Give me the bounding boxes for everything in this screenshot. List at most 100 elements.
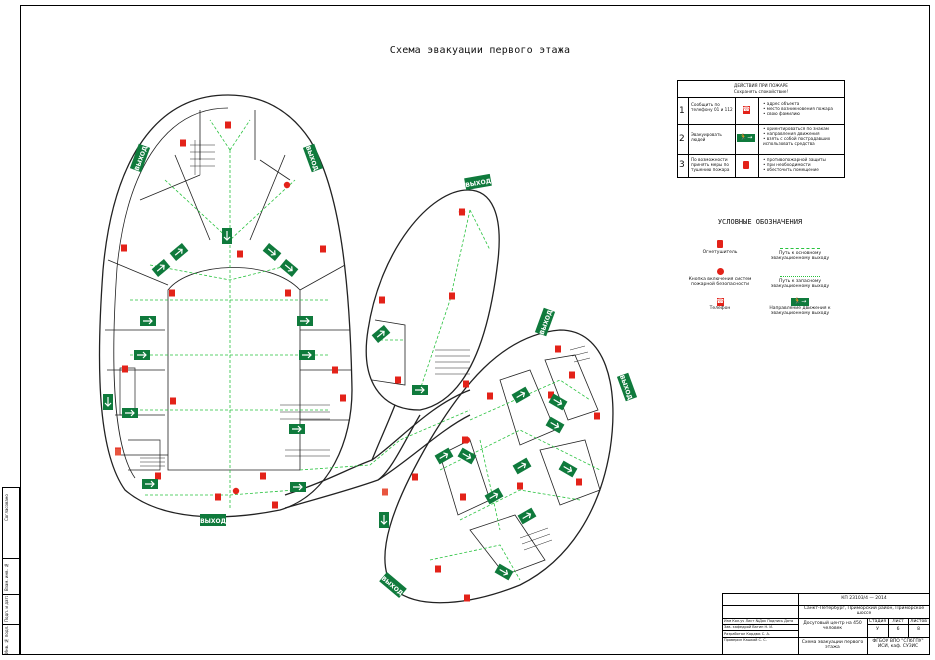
row-list-item: • свою фамилию [763,111,800,116]
stamp-organization: ФГБОУ ВПО "СПбГПУ" ИСИ, каф. СУЗИС [872,639,924,649]
extinguisher-icon [548,391,554,399]
telephone-icon [115,448,121,456]
exit-sign: ВЫХОД [379,572,407,598]
extinguisher-icon [320,245,326,253]
extinguisher-icon [395,376,401,384]
row-number: 3 [679,160,685,170]
alarm-button-icon [716,268,724,275]
direction-sign [517,507,537,525]
direction-signs [103,228,578,581]
direction-sign [222,228,232,244]
drawing-frame [20,5,930,655]
extinguisher-icon [569,371,575,379]
exit-sign: ВЫХОД [534,307,556,337]
alarm-button-icon [232,487,240,495]
direction-sign [412,385,428,395]
alarm-button-icon [283,181,291,189]
legend-main-path: Путь к основному эвакуационному выходу [765,246,835,261]
direction-sign [511,386,531,404]
actions-row: 3 По возможности принять меры по тушению… [678,154,844,178]
legend-spare-path: Путь к запасному эвакуационному выходу [765,274,835,289]
exit-sign-label: ВЫХОД [200,518,226,525]
direction-sign [379,512,389,528]
extinguisher-icon [180,139,186,147]
direction-sign [169,243,189,261]
exit-sign-label: ВЫХОД [465,178,492,189]
direction-sign [494,563,514,581]
row-list-item: • направления движения [763,131,820,136]
legend-title: УСЛОВНЫЕ ОБОЗНАЧЕНИЯ [717,218,803,226]
actions-row: 2 Эвакуировать людей 🏃→ • ориентироватьс… [678,124,844,155]
direction-sign [371,325,391,343]
direction-sign [299,350,315,360]
exit-direction-icon: 🏃→ [736,134,756,142]
extinguisher-icon [169,289,175,297]
direction-sign [558,460,578,478]
extinguisher-icon [155,472,161,480]
spare-path-icon [780,276,820,277]
extinguisher-icon [122,365,128,373]
direction-sign [140,316,156,326]
extinguisher-icon [717,240,723,248]
row-list-item: • при необходимости [763,162,811,167]
actions-row: 1 Сообщить по телефону 01 и 112 ☎ • адре… [678,98,844,125]
row-text: Эвакуировать людей [691,132,722,142]
evacuation-paths [130,119,601,581]
stamp-role-row: Зав. кафедрой Ватин Н. И. [724,625,774,629]
direction-sign [457,447,477,465]
direction-sign [142,479,158,489]
extinguisher-icon [412,473,418,481]
direction-sign [434,447,454,465]
extinguisher-icon [340,394,346,402]
direction-sign [279,259,299,277]
extinguisher-icon [285,289,291,297]
legend-direction: 🏃→Направление движения к эвакуационному … [765,298,835,316]
direction-sign [289,424,305,434]
stamp-sheets-header: Листов [910,619,927,624]
direction-sign [151,259,171,277]
extinguisher-icon [736,161,756,170]
extinguisher-icon [464,594,470,602]
right-building [384,329,614,604]
direction-sign [545,416,565,434]
extinguisher-icon [460,493,466,501]
extinguisher-icon [237,250,243,258]
legend-alarm-button: Кнопка включения систем пожарной безопас… [685,268,755,287]
row-number: 1 [679,106,685,116]
row-list-item: • ориентироваться по знакам [763,126,829,131]
stamp-role-row: Разработал Кордюк С. А. [724,632,770,636]
legend-extinguisher: Огнетушитель [695,240,745,255]
connector-corridor [284,389,471,509]
extinguisher-icon [272,501,278,509]
direction-sign [262,243,282,261]
direction-sign [122,408,138,418]
extinguisher-icon [332,366,338,374]
legend-label: Телефон [709,306,731,311]
extinguisher-icon [449,292,455,300]
direction-sign [134,350,150,360]
main-path-icon [780,248,820,249]
direction-sign [103,394,113,410]
stamp-sheets: 8 [917,627,920,632]
extinguisher-icon [170,397,176,405]
middle-building [365,189,500,411]
extinguisher-icon [379,296,385,304]
extinguisher-icon [487,392,493,400]
legend-label: Путь к основному эвакуационному выходу [770,251,830,261]
fire-actions-table: ДЕЙСТВИЯ ПРИ ПОЖАРЕ Сохранять спокойстви… [677,80,845,178]
exit-sign: ВЫХОД [464,173,492,191]
extinguisher-icon [463,380,469,388]
plan-title: Схема эвакуации первого этажа [389,45,571,56]
exit-sign: ВЫХОД [302,143,324,173]
row-list-item: • место возникновения пожара [763,106,833,111]
exit-sign: ВЫХОД [129,143,151,173]
stamp-object: Досуговый центр на 450 человек [803,621,862,631]
stamp-stage: У [876,627,879,632]
extinguisher-icon [435,565,441,573]
extinguishers [115,121,600,602]
stamp-sheet-header: Лист [892,619,904,624]
legend-label: Путь к запасному эвакуационному выходу [770,279,830,289]
